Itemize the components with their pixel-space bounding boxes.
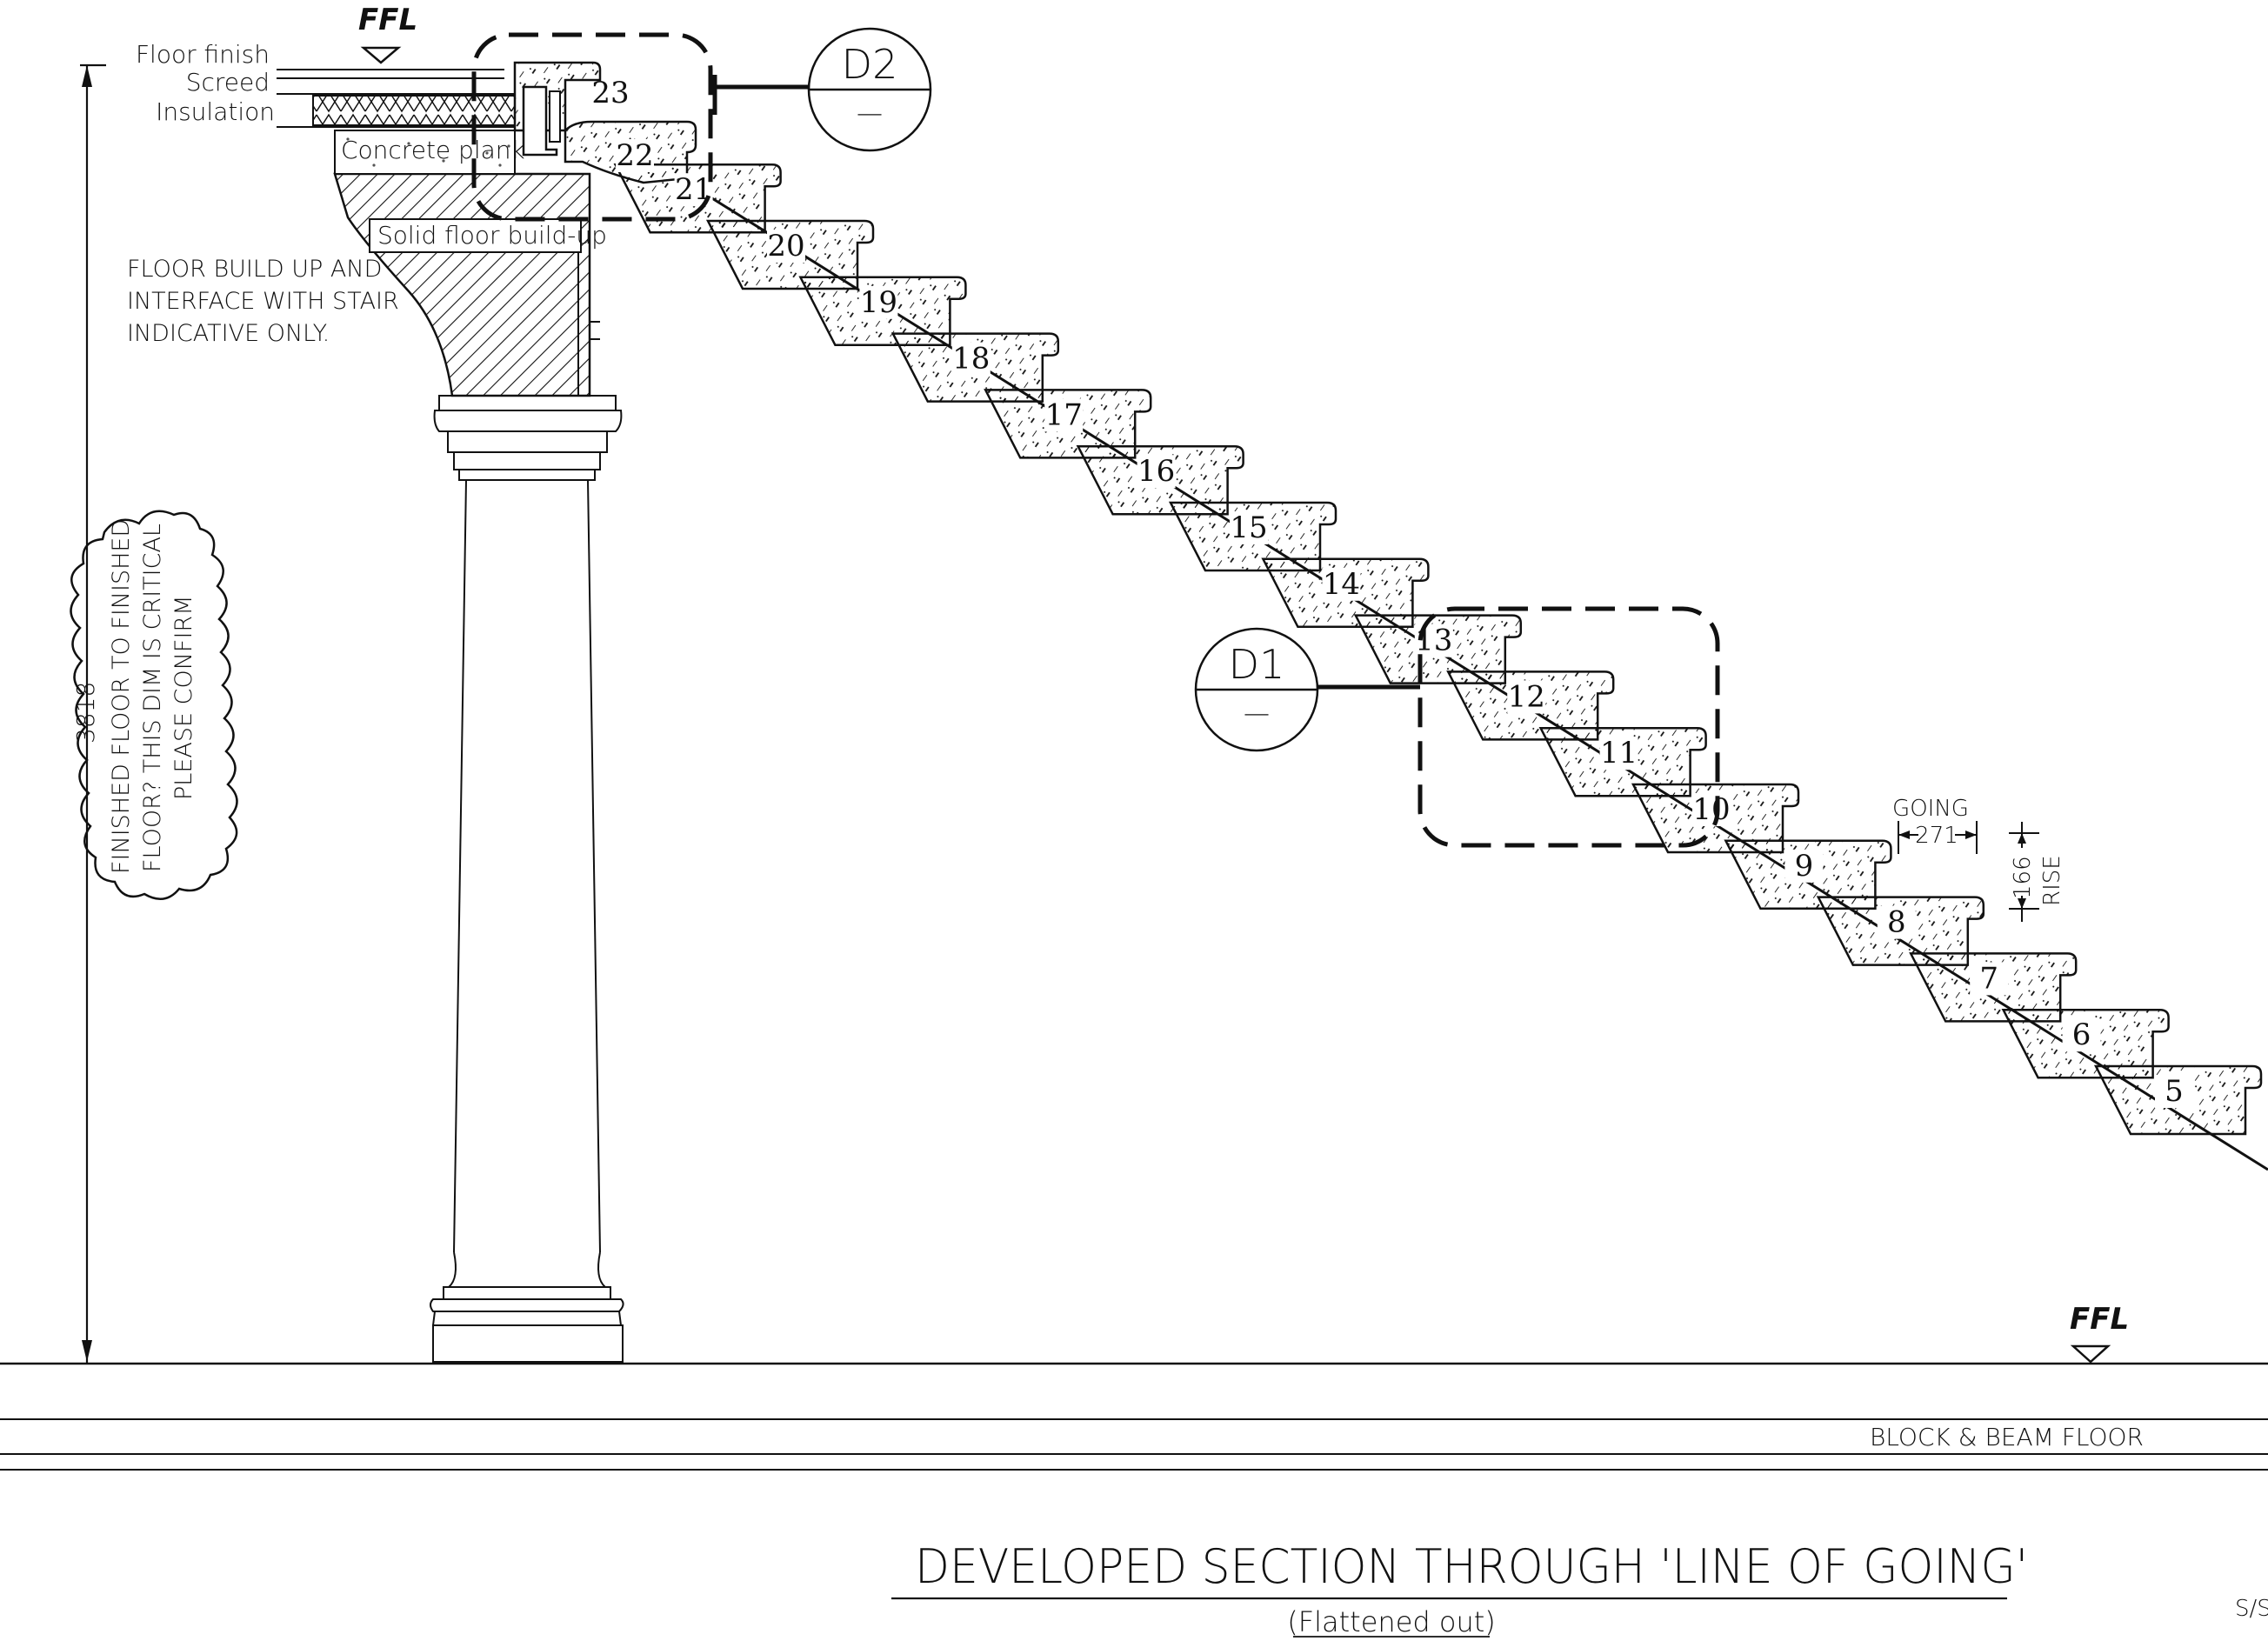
step-number: 16 — [1137, 454, 1175, 489]
step-number: 9 — [1795, 849, 1814, 884]
step-number: 10 — [1692, 792, 1730, 827]
step-number: 5 — [2165, 1074, 2184, 1109]
step-number: 7 — [1979, 961, 1998, 996]
cloud-note-line-3: PLEASE CONFIRM — [170, 596, 197, 801]
screed-label: Screed — [186, 68, 270, 97]
going-value: 271 — [1915, 823, 1958, 849]
going-label: GOING — [1892, 796, 1969, 822]
step-number: 17 — [1045, 397, 1083, 432]
detail-d1-sub: — — [1244, 698, 1270, 729]
step-number: 8 — [1887, 905, 1906, 940]
detail-d2-id: D2 — [842, 41, 898, 88]
sheet-reference: S/S — [2235, 1596, 2268, 1622]
step-number-bg — [1507, 680, 1546, 714]
ffl-label-lower: FFL — [2070, 1302, 2129, 1337]
step-number-bg — [1784, 849, 1824, 883]
insulation-label: Insulation — [156, 97, 275, 126]
step-number-bg — [1692, 793, 1731, 826]
cloud-note-line-1: FINISHED FLOOR TO FINISHED — [108, 519, 135, 874]
step-number: 23 — [591, 76, 629, 110]
rise-label: RISE — [2039, 855, 2065, 906]
step-number: 15 — [1230, 510, 1267, 545]
rise-value: 166 — [2010, 856, 2036, 899]
solid-floor-label: Solid floor build-up — [377, 221, 607, 250]
drawing-subtitle: (Flattened out) — [1287, 1605, 1496, 1638]
drawing-title: DEVELOPED SECTION THROUGH 'LINE OF GOING… — [915, 1539, 2028, 1594]
title-block: DEVELOPED SECTION THROUGH 'LINE OF GOING… — [891, 1539, 2268, 1638]
note-line-3: INDICATIVE ONLY. — [127, 320, 330, 347]
detail-callout-d2: D2 — — [471, 27, 932, 222]
step-number-bg — [1877, 905, 1916, 939]
ffl-marker-lower: FFL — [2070, 1302, 2129, 1364]
ffl-marker-upper: FFL — [358, 3, 417, 64]
step-number-bg — [1322, 567, 1361, 601]
revision-cloud: FINISHED FLOOR TO FINISHED FLOOR? THIS D… — [70, 510, 238, 900]
step-number: 19 — [860, 285, 897, 320]
step-number-bg — [2155, 1075, 2193, 1108]
note-line-2: INTERFACE WITH STAIR — [127, 288, 399, 315]
note-line-1: FLOOR BUILD UP AND — [127, 256, 382, 283]
concrete-plank — [334, 130, 516, 175]
step-number-bg — [1599, 737, 1638, 770]
cloud-note-line-2: FLOOR? THIS DIM IS CRITICAL — [139, 524, 166, 872]
step-number: 18 — [952, 342, 990, 377]
step-number-bg — [951, 342, 991, 376]
ground-floor: BLOCK & BEAM FLOOR — [0, 1362, 2268, 1471]
step-number: 12 — [1508, 679, 1545, 714]
block-beam-floor-label: BLOCK & BEAM FLOOR — [1870, 1423, 2144, 1451]
detail-callout-d1: D1 — — [1194, 606, 1720, 848]
step-number-bg — [616, 139, 654, 172]
step-number: 13 — [1415, 624, 1452, 658]
concrete-plank-label: Concrete plank — [341, 136, 525, 164]
step-number-bg — [767, 230, 805, 263]
solid-floor-buildup — [333, 172, 591, 397]
step-number-bg — [1044, 398, 1084, 432]
step-number-bg — [591, 77, 630, 110]
step-number: 14 — [1323, 567, 1360, 602]
detail-d1-id: D1 — [1229, 641, 1285, 688]
column — [430, 395, 624, 1363]
landing-nosing — [513, 61, 602, 157]
ffl-label-upper: FFL — [358, 3, 417, 37]
step-number-bg — [1970, 962, 2009, 996]
general-note: FLOOR BUILD UP AND INTERFACE WITH STAIR … — [127, 256, 399, 347]
upper-floor-buildup — [277, 69, 600, 397]
step-number-bg — [859, 285, 898, 319]
step-number: 6 — [2072, 1017, 2091, 1052]
step-number-bg — [2062, 1018, 2101, 1052]
detail-d2-sub: — — [857, 98, 883, 129]
step-number: 11 — [1600, 736, 1638, 770]
going-dimension: GOING 271 — [1892, 796, 1978, 854]
step-number: 20 — [767, 229, 804, 263]
step-number: 22 — [616, 138, 653, 173]
floor-layer-labels: Floor finish Screed Insulation Concrete … — [136, 40, 607, 250]
floor-finish-label: Floor finish — [136, 40, 270, 69]
rise-dimension: 166 RISE — [2009, 822, 2065, 922]
insulation-layer — [312, 95, 516, 126]
step-number-bg — [1230, 511, 1268, 544]
step-number-bg — [1137, 455, 1176, 489]
